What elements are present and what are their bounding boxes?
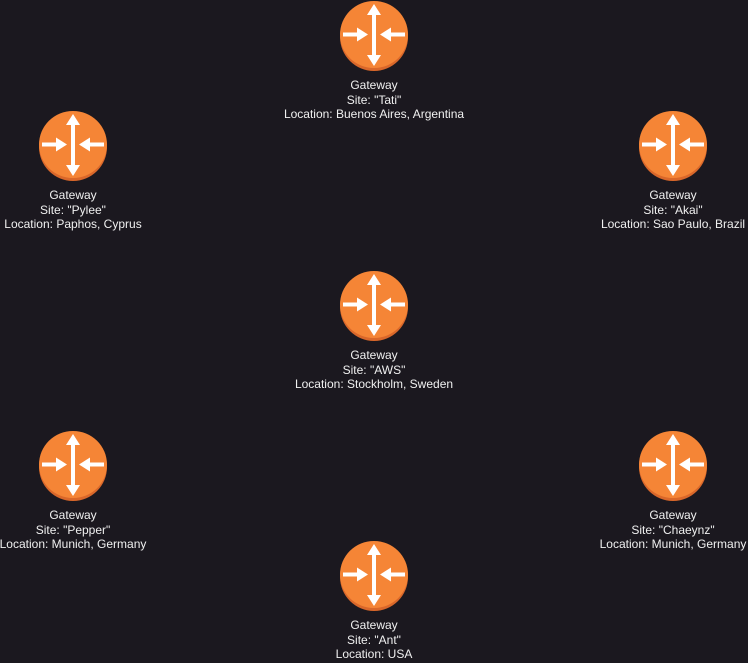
gateway-site: Site: "Akai" (643, 202, 703, 217)
gateway-title: Gateway (350, 78, 398, 92)
gateway-node-pylee[interactable]: Gateway Site: "Pylee" Location: Paphos, … (0, 110, 183, 232)
gateway-title: Gateway (649, 188, 697, 202)
gateway-site: Site: "Pepper" (35, 522, 111, 537)
gateway-label: Gateway Site: "Pylee" Location: Paphos, … (4, 188, 141, 232)
gateway-node-chaeynz[interactable]: Gateway Site: "Chaeynz" Location: Munich… (563, 430, 748, 552)
gateway-location: Location: USA (335, 647, 413, 661)
gateway-location: Location: Sao Paulo, Brazil (600, 217, 746, 231)
router-icon (38, 110, 108, 182)
gateway-label: Gateway Site: "Akai" Location: Sao Paulo… (601, 188, 745, 232)
gateway-site: Site: "Pylee" (40, 202, 106, 217)
gateway-label: Gateway Site: "AWS" Location: Stockholm,… (295, 348, 453, 392)
gateway-label: Gateway Site: "Ant" Location: USA (336, 618, 413, 662)
gateway-node-pepper[interactable]: Gateway Site: "Pepper" Location: Munich,… (0, 430, 183, 552)
router-icon (38, 430, 108, 502)
router-icon (638, 430, 708, 502)
router-icon (638, 110, 708, 182)
gateway-title: Gateway (350, 348, 398, 362)
gateway-node-aws[interactable]: Gateway Site: "AWS" Location: Stockholm,… (264, 270, 484, 392)
gateway-site: Site: "Tati" (346, 92, 402, 107)
gateway-node-akai[interactable]: Gateway Site: "Akai" Location: Sao Paulo… (563, 110, 748, 232)
gateway-location: Location: Munich, Germany (0, 537, 147, 551)
gateway-location: Location: Paphos, Cyprus (4, 217, 142, 231)
gateway-label: Gateway Site: "Tati" Location: Buenos Ai… (284, 78, 464, 122)
gateway-title: Gateway (649, 508, 697, 522)
gateway-site: Site: "Ant" (347, 632, 401, 647)
gateway-label: Gateway Site: "Pepper" Location: Munich,… (0, 508, 146, 552)
gateway-node-tati[interactable]: Gateway Site: "Tati" Location: Buenos Ai… (264, 0, 484, 122)
router-icon (339, 540, 409, 612)
router-icon (339, 270, 409, 342)
gateway-node-ant[interactable]: Gateway Site: "Ant" Location: USA (264, 540, 484, 662)
router-icon (339, 0, 409, 72)
gateway-location: Location: Buenos Aires, Argentina (283, 107, 465, 121)
gateway-location: Location: Munich, Germany (599, 537, 747, 551)
gateway-site: Site: "AWS" (342, 362, 406, 377)
gateway-location: Location: Stockholm, Sweden (294, 377, 454, 391)
gateway-title: Gateway (49, 188, 97, 202)
gateway-title: Gateway (49, 508, 97, 522)
gateway-title: Gateway (350, 618, 398, 632)
gateway-site: Site: "Chaeynz" (631, 522, 715, 537)
gateway-label: Gateway Site: "Chaeynz" Location: Munich… (600, 508, 747, 552)
